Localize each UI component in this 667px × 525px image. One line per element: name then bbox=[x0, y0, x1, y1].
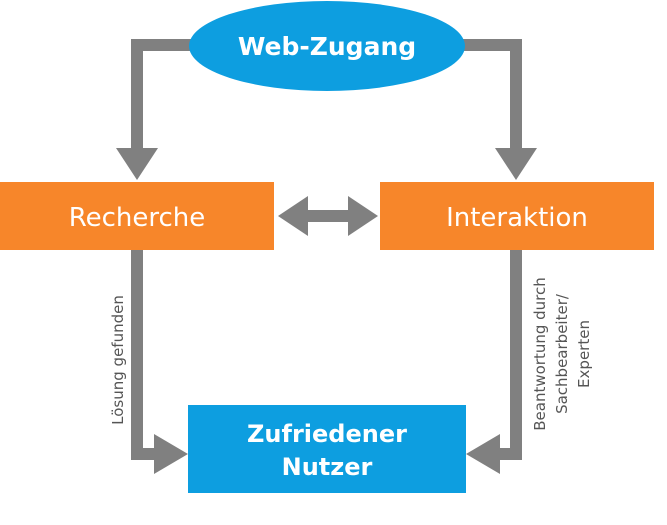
arrow-web-to-research bbox=[131, 39, 196, 152]
edge-label-answer: Beantwortung durch Sachbearbeiter/ Exper… bbox=[531, 277, 593, 431]
arrowhead-left-bottom bbox=[466, 434, 500, 474]
edge-label-answer-line2: Sachbearbeiter/ bbox=[553, 293, 571, 414]
edge-label-answer-line1: Beantwortung durch bbox=[531, 277, 549, 431]
node-satisfied-user-label-line2: Nutzer bbox=[282, 453, 373, 481]
node-research: Recherche bbox=[0, 182, 274, 250]
node-satisfied-user-label-line1: Zufriedener bbox=[247, 420, 407, 448]
arrowhead-right-bottom bbox=[154, 434, 188, 474]
double-arrowhead-right bbox=[348, 196, 378, 236]
node-interaction: Interaktion bbox=[380, 182, 654, 250]
arrow-research-to-user bbox=[131, 250, 158, 460]
arrowhead-down-left bbox=[116, 148, 158, 180]
double-arrowhead-left bbox=[278, 196, 308, 236]
arrowheads bbox=[116, 148, 537, 474]
node-interaction-label: Interaktion bbox=[446, 203, 588, 233]
node-web-access: Web-Zugang bbox=[189, 1, 465, 91]
arrow-web-to-interaction bbox=[460, 39, 522, 152]
arrow-interaction-to-user bbox=[496, 250, 522, 460]
arrowhead-down-right bbox=[495, 148, 537, 180]
connector-lines bbox=[131, 39, 522, 460]
node-research-label: Recherche bbox=[69, 203, 206, 233]
edge-label-solution-found: Lösung gefunden bbox=[109, 295, 127, 425]
node-web-access-label: Web-Zugang bbox=[238, 32, 416, 61]
node-satisfied-user: Zufriedener Nutzer bbox=[188, 405, 466, 493]
edge-label-answer-line3: Experten bbox=[575, 320, 593, 388]
